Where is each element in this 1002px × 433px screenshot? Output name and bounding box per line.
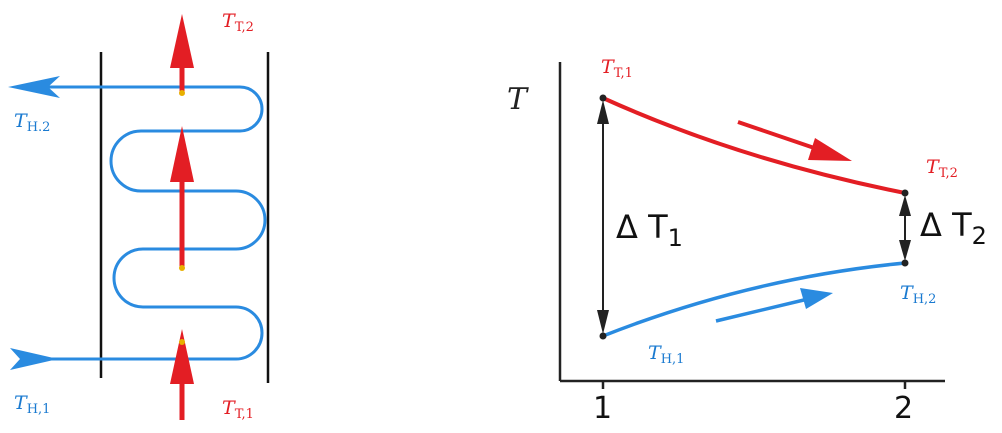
label-right-tt1: TT,1 <box>601 56 633 81</box>
label-left-th1: TH,1 <box>14 392 51 417</box>
cold-inlet-arrow <box>10 348 58 370</box>
hot-fluid-curve <box>602 96 906 195</box>
hot-fluid-arrow-top <box>170 14 194 96</box>
point-th2 <box>901 259 909 267</box>
label-left-tt2: TT,2 <box>222 10 254 35</box>
y-axis-label: T <box>507 82 528 117</box>
label-left-th2: TH.2 <box>14 110 51 135</box>
hot-fluid-arrow-bottom <box>170 329 194 420</box>
temperature-profile-graph <box>558 62 945 389</box>
point-tt1 <box>599 94 607 102</box>
x-tick-label-1: 1 <box>593 391 613 426</box>
label-right-th2: TH,2 <box>900 282 937 307</box>
label-right-th1: TH,1 <box>648 342 685 367</box>
label-delta-t2: Δ T2 <box>920 206 987 250</box>
point-th1 <box>599 332 607 340</box>
delta-t1-arrow <box>597 100 609 334</box>
label-left-tt1: TT,1 <box>222 397 254 422</box>
x-tick-label-2: 2 <box>894 391 914 426</box>
hot-flow-direction-arrow <box>737 120 852 161</box>
label-right-tt2: TT,2 <box>926 156 958 181</box>
cold-fluid-curve <box>602 261 906 338</box>
cold-flow-direction-arrow <box>715 288 833 323</box>
label-delta-t1: Δ T1 <box>616 208 683 252</box>
hot-fluid-arrow-middle <box>170 126 194 271</box>
cold-fluid-serpentine <box>20 85 267 361</box>
point-tt2 <box>901 189 909 197</box>
exchanger-schematic <box>8 14 270 420</box>
cold-outlet-arrow <box>8 76 60 98</box>
delta-t2-arrow <box>899 195 911 261</box>
